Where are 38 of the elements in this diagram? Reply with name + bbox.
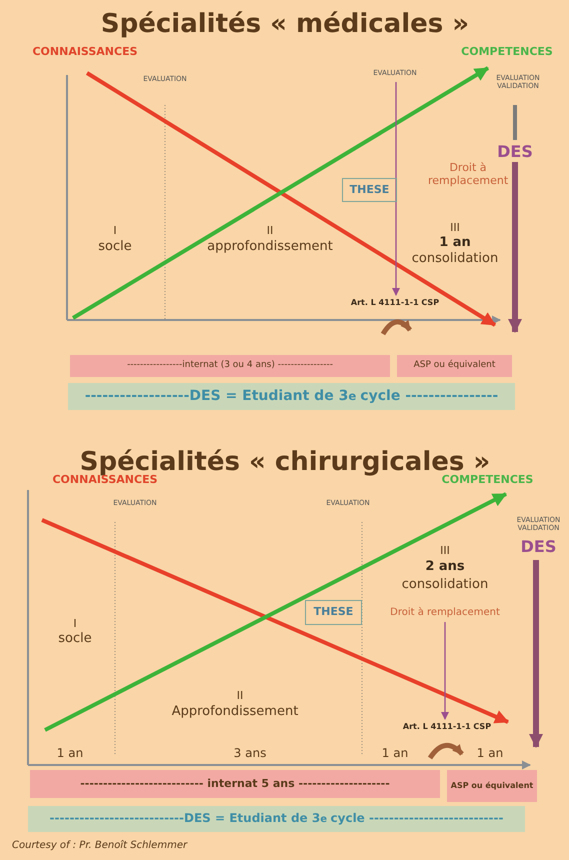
thesis-box: THESE	[342, 178, 397, 202]
duration-label: 1 an	[380, 747, 410, 761]
axis-label: COMPETENCES	[460, 46, 554, 59]
duration-label: 3 ans	[232, 747, 268, 761]
period-band: -----------------internat (3 ou 4 ans) -----------------	[70, 355, 390, 377]
note: Droit à remplacement	[380, 604, 510, 620]
period-band: --------------------------- internat 5 ans --------------------	[30, 770, 440, 798]
duration-label: 1 an	[476, 747, 504, 761]
article-label: Art. L 4111-1-1 CSP	[392, 720, 502, 734]
phase-label: socle	[57, 632, 93, 647]
phase-label: consolidation	[400, 578, 490, 593]
phase-label: Approfondissement	[170, 705, 300, 720]
duration-label: 1 an	[56, 747, 84, 761]
phase-label: approfondissement	[206, 240, 334, 255]
period-band: ASP ou équivalent	[397, 355, 512, 377]
diploma-label: DES	[496, 143, 534, 162]
phase-label: consolidation	[410, 252, 500, 267]
panel-heading: Spécialités « médicales »	[100, 10, 470, 40]
thesis-box: THESE	[305, 600, 362, 625]
phase-number: II	[236, 690, 244, 703]
duration-label: 1 an	[438, 236, 472, 251]
phase-number: III	[439, 545, 451, 558]
period-band: ASP ou équivalent	[447, 770, 537, 802]
axis-label: CONNAISSANCES	[51, 474, 158, 487]
note: Droit à remplacement	[428, 162, 508, 188]
leader-arrow	[392, 82, 400, 296]
phase-number: I	[112, 225, 118, 238]
credit-caption: Courtesy of : Pr. Benoît Schlemmer	[12, 840, 188, 852]
leader-arrow	[441, 622, 449, 720]
axis-label: CONNAISSANCES	[31, 46, 139, 59]
duration-label: 2 ans	[424, 560, 466, 575]
phase-label: socle	[97, 240, 133, 255]
phase-number: III	[449, 222, 461, 235]
diploma-label: DES	[520, 538, 558, 556]
phase-number: II	[266, 225, 274, 238]
axis-label: COMPETENCES	[442, 474, 534, 487]
phase-number: I	[72, 618, 78, 631]
article-label: Art. L 4111-1-1 CSP	[345, 296, 445, 310]
